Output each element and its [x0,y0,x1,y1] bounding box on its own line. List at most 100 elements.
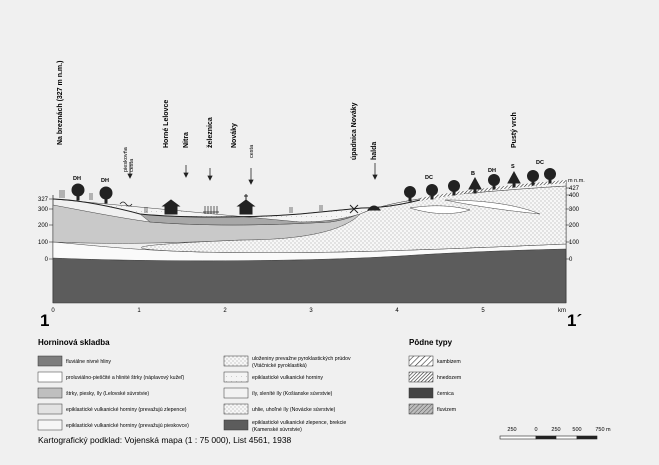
swatch-novacke [223,403,249,415]
x-axis-km-label: km [558,308,566,314]
swatch-lelovske [37,387,63,399]
swatch-proluvial [37,371,63,383]
tree-icon [488,174,500,190]
tree-icon [426,184,438,200]
label-zeleznica: železnica [207,117,214,148]
label-cesta-2: cesta [249,144,255,158]
scale-label-500: 500 [572,427,581,433]
legend-geo-7: epiklastické vulkanické horniny [252,375,323,381]
label-horne-lelovce: Horné Lelovce [163,100,170,148]
left-tick-200: 200 [38,223,49,229]
left-tick-0: 0 [45,257,49,263]
legend-geo-0: fluviálne nivné hliny [66,359,111,365]
legend-soil-3: fluvizem [437,407,456,413]
section-start-label: 1 [40,311,49,330]
lens-right-1 [409,205,471,214]
tree-icon [544,168,556,184]
right-tick-200: 200 [569,223,580,229]
left-tick-100: 100 [38,240,49,246]
swatch-epiklastic [223,371,249,383]
swatch-fluvizem [408,403,434,415]
left-tick-300: 300 [38,207,49,213]
right-axis: m n.m. 427 400 300 200 100 0 [566,178,585,263]
scale-label-0: 0 [534,427,537,433]
x-tick-5: 5 [481,308,485,314]
soil-code-dh-2: DH [101,178,109,184]
right-axis-unit: m n.m. [568,178,585,184]
soil-type-codes: DH DH DC B DH S DC [73,160,544,184]
legend-geo-9: uhlie, uhoľné íly (Novácke súvrstvie) [252,407,336,413]
pit-wave-icon [119,201,133,207]
x-tick-0: 0 [51,308,55,314]
legend-soil-0: kambizem [437,359,461,365]
legend-geo-3: epiklastické vulkanické horniny (prevažu… [66,407,187,413]
legend-geo-5: uloženiny prevažne pyroklastických prúdo… [252,356,351,362]
legend-soil-2: černica [437,391,454,397]
field-icon [59,190,323,213]
label-halda: halda [371,142,378,160]
scale-label-250: 250 [551,427,560,433]
source-note: Kartografický podklad: Vojenská mapa (1 … [38,435,292,445]
legend-geo-1: proluviálno-pieščité a hlinité štrky (ná… [66,375,185,381]
legend-soil-1: hnedozem [437,375,461,381]
swatch-kamenske [223,419,249,431]
right-tick-427: 427 [569,186,580,192]
place-labels: Na breznách (327 m n.m.) pieskovňa cesta… [57,61,518,172]
swatch-kosianske [223,387,249,399]
legend-geo-4: epiklastické vulkanické horniny (prevažu… [66,423,189,429]
legend-geo-11: (Kamenské súvrstvie) [252,427,302,433]
tree-icon [99,186,113,204]
x-axis-ticks: 0 1 2 3 4 5 km [51,308,566,314]
soil-code-s: S [511,164,515,170]
house-icon [161,199,181,215]
conifer-icon [507,170,521,188]
label-cesta-1: cesta [129,158,135,172]
swatch-fluvial [37,355,63,367]
scale-label-250-left: 250 [507,427,516,433]
left-tick-327: 327 [38,197,49,203]
label-pusty-vrch: Pustý vrch [511,112,518,148]
label-nitra: Nitra [183,132,190,148]
geology-legend-title: Horninová skladba [38,338,110,347]
x-tick-1: 1 [137,308,141,314]
label-na-breznach: Na breznách (327 m n.m.) [57,61,64,145]
left-axis: 327 300 200 100 0 [38,197,53,263]
scale-bar: 250 0 250 500 750 m [499,427,611,440]
soil-code-dh-1: DH [73,176,81,182]
swatch-zlepence [37,403,63,415]
label-pieskovna: pieskovňa [123,146,129,172]
x-tick-3: 3 [309,308,313,314]
scale-label-750: 750 m [595,427,611,433]
tree-icon [448,180,460,196]
church-icon [236,194,256,215]
soil-profile-hatch [420,180,566,201]
soil-code-b: B [471,171,475,177]
cross-section: 0 1 2 3 4 5 km 327 300 200 100 0 m n.m. … [38,61,585,330]
right-tick-400: 400 [569,193,580,199]
tree-icon [527,170,539,186]
soil-code-dh-3: DH [488,168,496,174]
soil-legend: Pôdne typy kambizem hnedozem černica flu… [408,338,461,415]
heap-icon [366,205,382,211]
x-tick-2: 2 [223,308,227,314]
swatch-cernica [408,387,434,399]
swatch-kambizem [408,355,434,367]
tree-icon [71,183,85,201]
x-tick-4: 4 [395,308,399,314]
mine-icon [349,204,359,214]
right-tick-300: 300 [569,207,580,213]
surface-pictograms [59,168,556,215]
soil-code-dc-2: DC [536,160,544,166]
geology-legend: Horninová skladba fluviálne nivné hliny … [37,338,351,433]
swatch-pyroclastic [223,355,249,367]
label-novaky: Nováky [231,123,238,148]
conifer-icon [468,176,482,194]
legend-geo-6: (Vtáčnické pyroklastiká) [252,363,307,369]
right-tick-0: 0 [569,257,573,263]
tree-icon [404,186,416,202]
section-end-label: 1´ [567,311,582,330]
legend-geo-8: íly, sleníté íly (Košianske súvrstvie) [252,391,333,397]
soil-legend-title: Pôdne typy [409,338,453,347]
lens-right-2 [444,199,541,215]
